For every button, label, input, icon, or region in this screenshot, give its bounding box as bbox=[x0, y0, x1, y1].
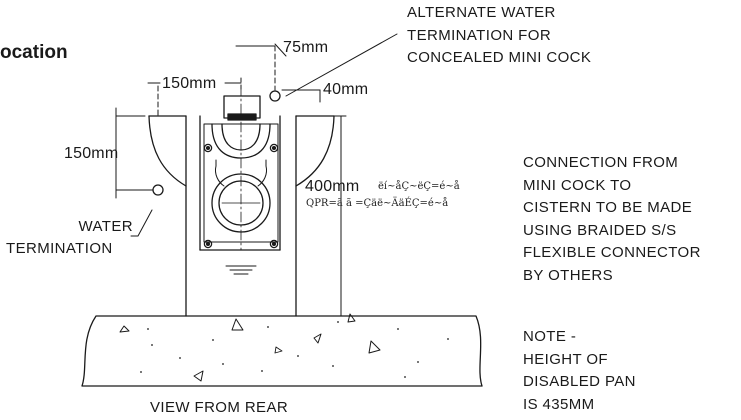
pan-outline bbox=[203, 85, 279, 251]
note-line: NOTE - bbox=[523, 328, 577, 345]
note-line: IS 435MM bbox=[523, 395, 595, 413]
note-line: CONNECTION FROM bbox=[523, 154, 679, 171]
callout-line: WATER bbox=[78, 218, 133, 235]
callout-line: ALTERNATE WATER bbox=[407, 4, 556, 21]
dimension-150mm-top: 150mm bbox=[162, 75, 217, 92]
fixing-bolts bbox=[203, 143, 279, 249]
alternate-termination-callout: ALTERNATE WATER TERMINATION FOR CONCEALE… bbox=[407, 2, 591, 70]
water-termination-callout: WATER bbox=[63, 216, 133, 239]
floor-speckle bbox=[140, 321, 449, 378]
dimension-150mm-side: 150mm bbox=[64, 145, 119, 162]
note-line: DISABLED PAN bbox=[523, 373, 636, 390]
callout-line: TERMINATION bbox=[6, 240, 113, 257]
dimension-40mm: 40mm bbox=[323, 81, 369, 98]
note-line: BY OTHERS bbox=[523, 266, 614, 284]
water-termination-point bbox=[152, 184, 164, 196]
note-line: HEIGHT OF bbox=[523, 350, 608, 368]
connection-note: CONNECTION FROM MINI COCK TO CISTERN TO … bbox=[523, 152, 701, 287]
alternate-termination-point bbox=[269, 90, 281, 102]
water-termination-callout-line-2: TERMINATION bbox=[6, 238, 113, 261]
height-note: NOTE - HEIGHT OF DISABLED PAN IS 435MM bbox=[523, 326, 636, 416]
cistern-frame bbox=[148, 115, 335, 317]
leader-lines bbox=[130, 33, 398, 237]
garbled-note-line-2: QPR=ã ã =Çäë~ÄäÉÇ=é~å bbox=[306, 198, 449, 209]
note-line: USING BRAIDED S/S bbox=[523, 221, 677, 239]
water-level-symbol bbox=[225, 265, 257, 275]
note-line: CISTERN TO BE MADE bbox=[523, 199, 693, 216]
floor-slab bbox=[81, 313, 483, 387]
view-caption: VIEW FROM REAR bbox=[150, 399, 289, 416]
callout-line: TERMINATION FOR bbox=[407, 26, 552, 44]
dimension-lines bbox=[115, 43, 347, 317]
dimension-400mm: 400mm bbox=[305, 178, 360, 195]
callout-line: CONCEALED MINI COCK bbox=[407, 49, 592, 66]
garbled-note-line-1: ëí~åÇ~ëÇ=é~å bbox=[378, 181, 460, 192]
note-line: FLEXIBLE CONNECTOR bbox=[523, 244, 701, 261]
note-line: MINI COCK TO bbox=[523, 176, 632, 194]
dimension-75mm: 75mm bbox=[283, 39, 329, 56]
partial-heading: ocation bbox=[0, 42, 68, 63]
